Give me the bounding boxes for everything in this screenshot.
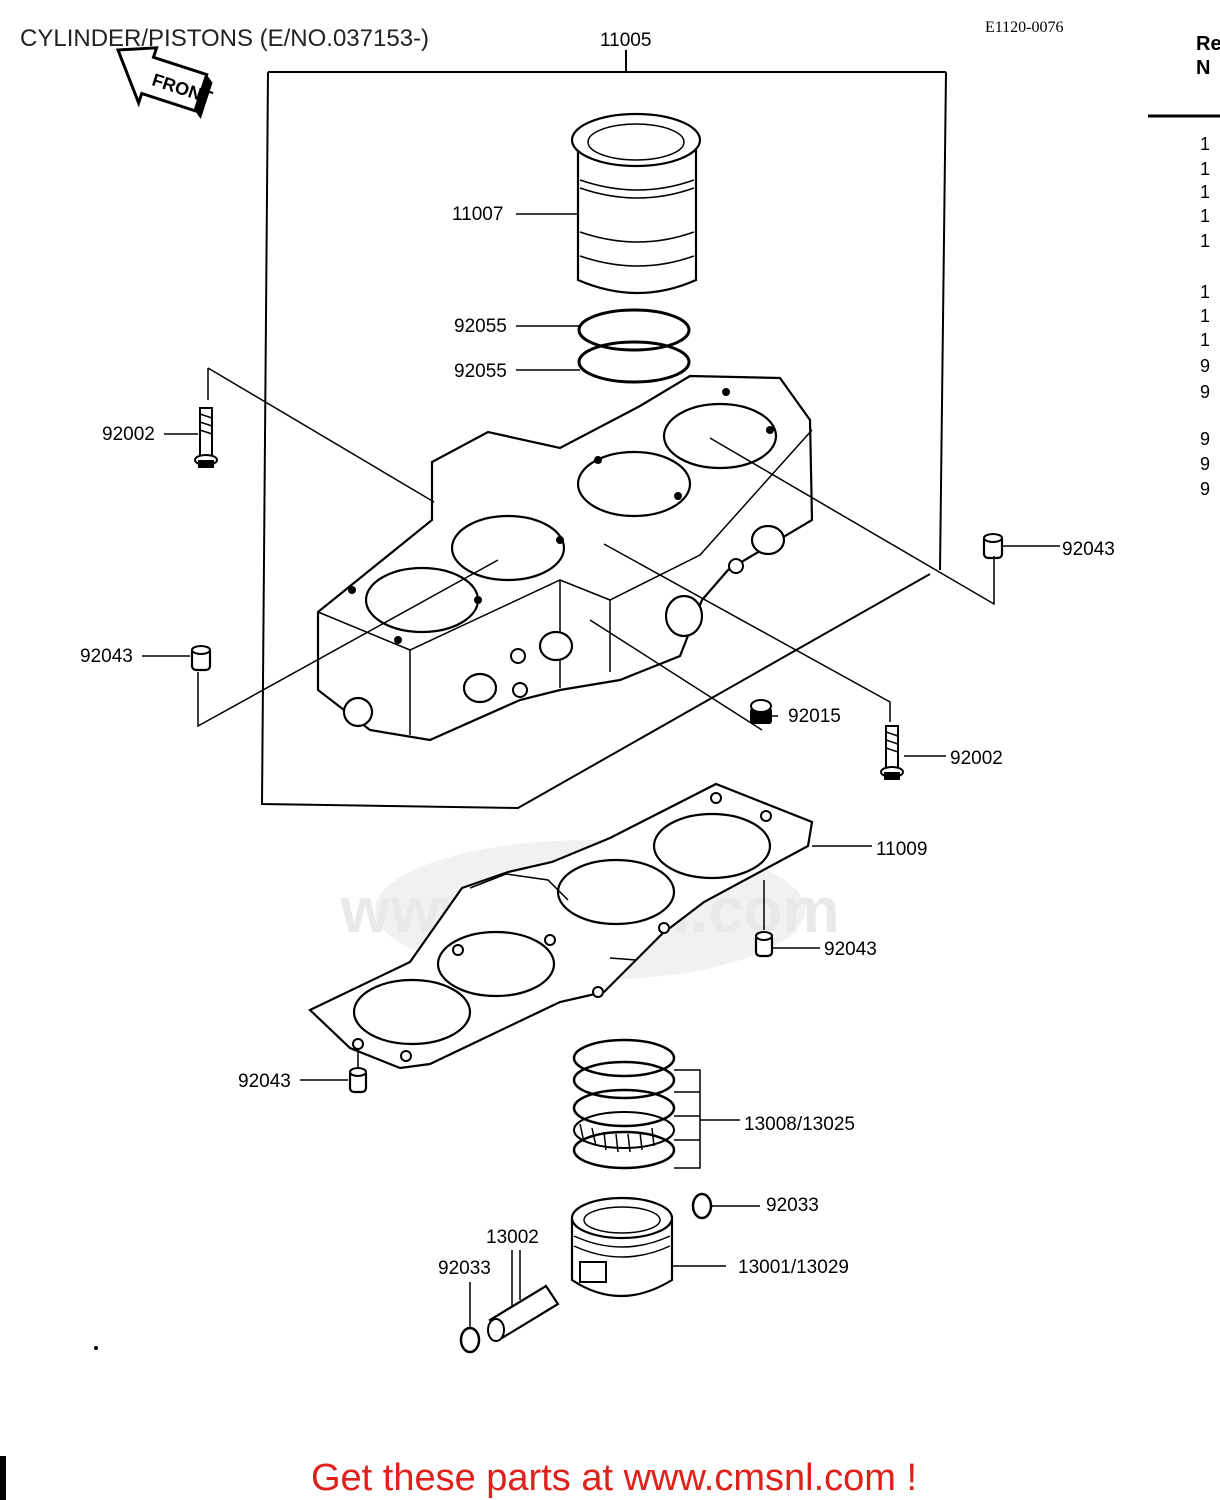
side-ref: 1 [1200, 182, 1210, 202]
callout-11009: 11009 [876, 839, 927, 860]
piston-pin[interactable] [487, 1250, 560, 1342]
callout-92043-gasket-left: 92043 [238, 1071, 291, 1092]
side-reference-table: Re N 1 1 1 1 1 1 1 1 9 9 9 9 9 [1148, 33, 1220, 499]
callout-92043-left: 92043 [80, 646, 133, 667]
cylinder-sleeve[interactable] [570, 112, 702, 295]
callout-11007: 11007 [452, 204, 503, 225]
side-ref: 9 [1200, 382, 1210, 402]
dowel-pin-right[interactable] [982, 533, 1004, 560]
stud-bolt-left[interactable] [194, 407, 218, 468]
side-ref: 1 [1200, 330, 1210, 350]
dowel-pin-gasket-left[interactable] [348, 1067, 368, 1094]
circlip-right[interactable] [691, 1192, 760, 1220]
callout-92033-left: 92033 [438, 1258, 491, 1279]
side-heading-2: N [1196, 57, 1210, 79]
side-ref: 1 [1200, 206, 1210, 226]
piston-ring-set[interactable] [572, 1038, 740, 1170]
side-ref: 1 [1200, 282, 1210, 302]
head-gasket[interactable] [308, 782, 814, 1070]
gasket-leaders [300, 845, 872, 1081]
diagram-code: E1120-0076 [985, 19, 1064, 36]
diagram-title: CYLINDER/PISTONS (E/NO.037153-) [20, 25, 429, 52]
side-heading-1: Re [1196, 33, 1220, 55]
callout-92043-gasket-right: 92043 [824, 939, 877, 960]
side-ref: 9 [1200, 356, 1210, 376]
assembly-bracket [260, 50, 947, 810]
side-ref: 9 [1200, 479, 1210, 499]
dowel-pin-left[interactable] [190, 645, 212, 672]
callout-11005: 11005 [600, 30, 651, 51]
stud-bolt-right[interactable] [880, 725, 904, 780]
side-ref: 9 [1200, 429, 1210, 449]
callout-92055-upper: 92055 [454, 316, 507, 337]
cylinder-block[interactable] [316, 374, 814, 742]
footer-cta-link[interactable]: Get these parts at www.cmsnl.com ! [311, 1457, 917, 1499]
side-ref: 1 [1200, 231, 1210, 251]
plug[interactable] [750, 699, 772, 724]
callout-92015: 92015 [788, 706, 841, 727]
callout-92033-right: 92033 [766, 1195, 819, 1216]
callout-13008-13025: 13008/13025 [744, 1114, 855, 1135]
callout-labels: 11005 11007 92055 92055 92002 92043 9204… [80, 30, 1115, 1279]
side-ref: 1 [1200, 159, 1210, 179]
callout-92043-right: 92043 [1062, 539, 1115, 560]
page-edge-mark [0, 1456, 6, 1500]
callout-13001-13029: 13001/13029 [738, 1257, 849, 1278]
side-ref: 1 [1200, 306, 1210, 326]
callout-92002-left: 92002 [102, 424, 155, 445]
alignment-lines [142, 213, 1060, 757]
piston[interactable] [570, 1196, 726, 1297]
dowel-pin-gasket-right[interactable] [754, 931, 774, 958]
circlip-left[interactable] [459, 1282, 481, 1354]
callout-92055-lower: 92055 [454, 361, 507, 382]
side-ref: 9 [1200, 454, 1210, 474]
o-ring-lower[interactable] [577, 340, 691, 384]
callout-13002: 13002 [486, 1227, 539, 1248]
callout-92002-right: 92002 [950, 748, 1003, 769]
o-ring-upper[interactable] [577, 308, 691, 352]
side-ref: 1 [1200, 134, 1210, 154]
